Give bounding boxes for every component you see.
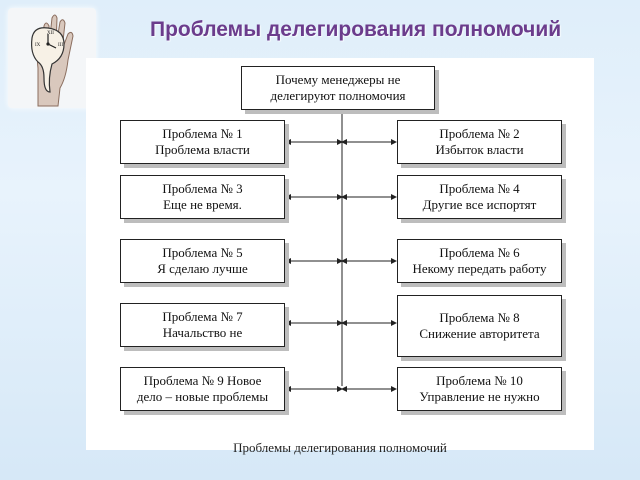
problem-6-text: Некому передать работу bbox=[412, 261, 547, 276]
problem-6-number: Проблема № 6 bbox=[439, 245, 520, 260]
problem-7-box: Проблема № 7 Начальство не bbox=[120, 303, 285, 347]
figure-caption: Проблемы делегирования полномочий bbox=[233, 440, 447, 455]
problem-9-box: Проблема № 9 Новое дело – новые проблемы bbox=[120, 367, 285, 411]
problem-10-number: Проблема № 10 bbox=[436, 373, 523, 388]
problem-4-number: Проблема № 4 bbox=[439, 181, 520, 196]
problem-7-number: Проблема № 7 bbox=[162, 309, 243, 324]
problem-8-number: Проблема № 8 bbox=[439, 310, 520, 325]
svg-text:IX: IX bbox=[35, 43, 41, 48]
problem-9-number: Проблема № 9 Новое bbox=[143, 373, 262, 388]
problem-8-text: Снижение авторитета bbox=[419, 326, 540, 341]
problem-10-box: Проблема № 10 Управление не нужно bbox=[397, 367, 562, 411]
problem-2-text: Избыток власти bbox=[435, 142, 524, 157]
problem-9-text: дело – новые проблемы bbox=[136, 389, 269, 404]
problem-5-text: Я сделаю лучше bbox=[157, 261, 248, 276]
problem-5-number: Проблема № 5 bbox=[162, 245, 243, 260]
svg-text:III: III bbox=[58, 43, 63, 48]
slide-title: Проблемы делегирования полномочий bbox=[150, 18, 562, 41]
problem-1-number: Проблема № 1 bbox=[162, 126, 243, 141]
problem-1-box: Проблема № 1 Проблема власти bbox=[120, 120, 285, 164]
problem-10-text: Управление не нужно bbox=[419, 389, 540, 404]
problem-8-box: Проблема № 8 Снижение авторитета bbox=[397, 295, 562, 357]
problem-3-number: Проблема № 3 bbox=[162, 181, 243, 196]
root-box: Почему менеджеры не делегируют полномочи… bbox=[241, 66, 435, 110]
problem-4-text: Другие все испортят bbox=[422, 197, 537, 212]
problem-2-number: Проблема № 2 bbox=[439, 126, 520, 141]
root-line-2: делегируют полномочия bbox=[270, 88, 406, 103]
problem-6-box: Проблема № 6 Некому передать работу bbox=[397, 239, 562, 283]
problem-5-box: Проблема № 5 Я сделаю лучше bbox=[120, 239, 285, 283]
problem-1-text: Проблема власти bbox=[155, 142, 250, 157]
problem-2-box: Проблема № 2 Избыток власти bbox=[397, 120, 562, 164]
problem-3-box: Проблема № 3 Еще не время. bbox=[120, 175, 285, 219]
clock-hand-logo: XII III IX bbox=[8, 8, 96, 108]
problem-4-box: Проблема № 4 Другие все испортят bbox=[397, 175, 562, 219]
problem-7-text: Начальство не bbox=[162, 325, 243, 340]
root-line-1: Почему менеджеры не bbox=[275, 72, 401, 87]
problem-3-text: Еще не время. bbox=[163, 197, 242, 212]
svg-text:XII: XII bbox=[47, 31, 54, 36]
